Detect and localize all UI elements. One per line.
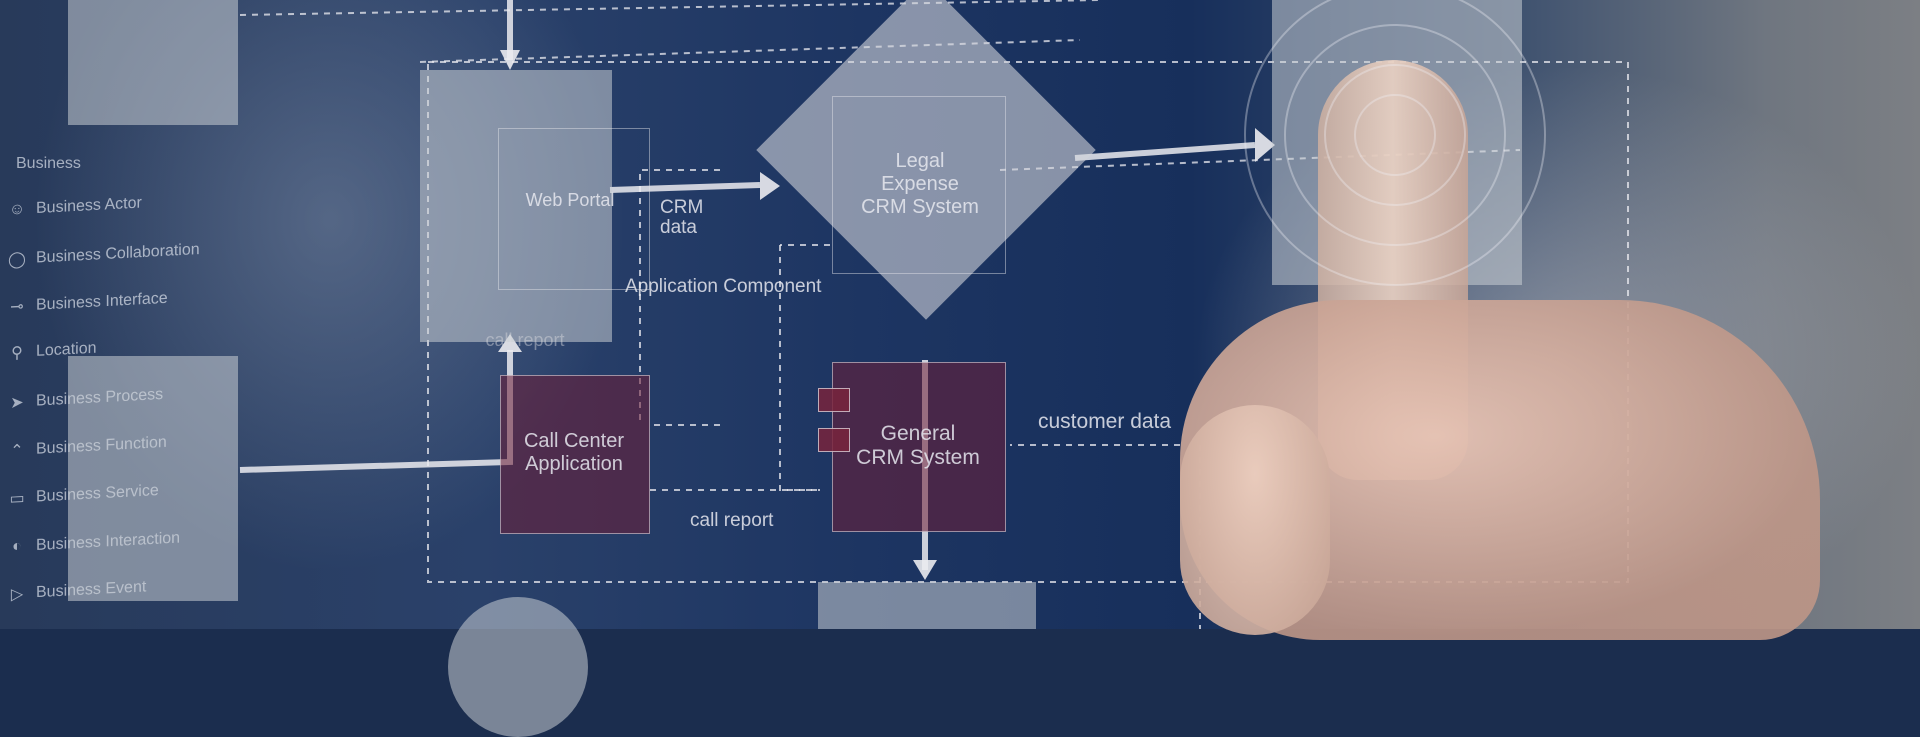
panel-top-left — [68, 0, 238, 125]
general-crm-line-2: CRM System — [856, 446, 980, 469]
general-crm-line-1: General — [880, 422, 956, 445]
panel-bottom-center — [818, 582, 1036, 629]
web-portal-box — [498, 128, 650, 290]
call-center-line-2: Application — [525, 453, 623, 475]
call-report-faded-label: call report — [485, 330, 565, 350]
crm-data-line-1: CRM — [660, 197, 704, 218]
sidebar-header: Business — [16, 155, 81, 172]
component-icon — [818, 428, 850, 452]
component-icon — [818, 388, 850, 412]
customer-data-label: customer data — [1038, 410, 1172, 433]
panel-web-portal — [420, 70, 612, 342]
web-portal-label: Web Portal — [525, 190, 615, 210]
legal-crm-line-3: CRM System — [861, 196, 979, 218]
legal-crm-box — [832, 96, 1006, 274]
panel-bottom-left — [68, 356, 238, 601]
call-center-box — [500, 375, 650, 534]
general-crm-box — [832, 362, 1006, 532]
crm-data-line-2: data — [660, 217, 697, 238]
call-center-label: Call Center Application — [500, 430, 648, 476]
hand-knuckle — [1180, 405, 1330, 635]
legal-crm-label: Legal Expense CRM System — [830, 150, 1010, 219]
crm-data-label: CRM data — [660, 198, 703, 238]
call-report-label: call report — [690, 510, 774, 531]
legal-crm-line-2: Expense — [881, 173, 959, 195]
application-component-label: Application Component — [625, 276, 822, 297]
legal-crm-line-1: Legal — [895, 150, 945, 172]
call-center-line-1: Call Center — [523, 430, 625, 452]
general-crm-label: General CRM System — [832, 422, 1004, 470]
touch-ripples — [1244, 0, 1546, 286]
